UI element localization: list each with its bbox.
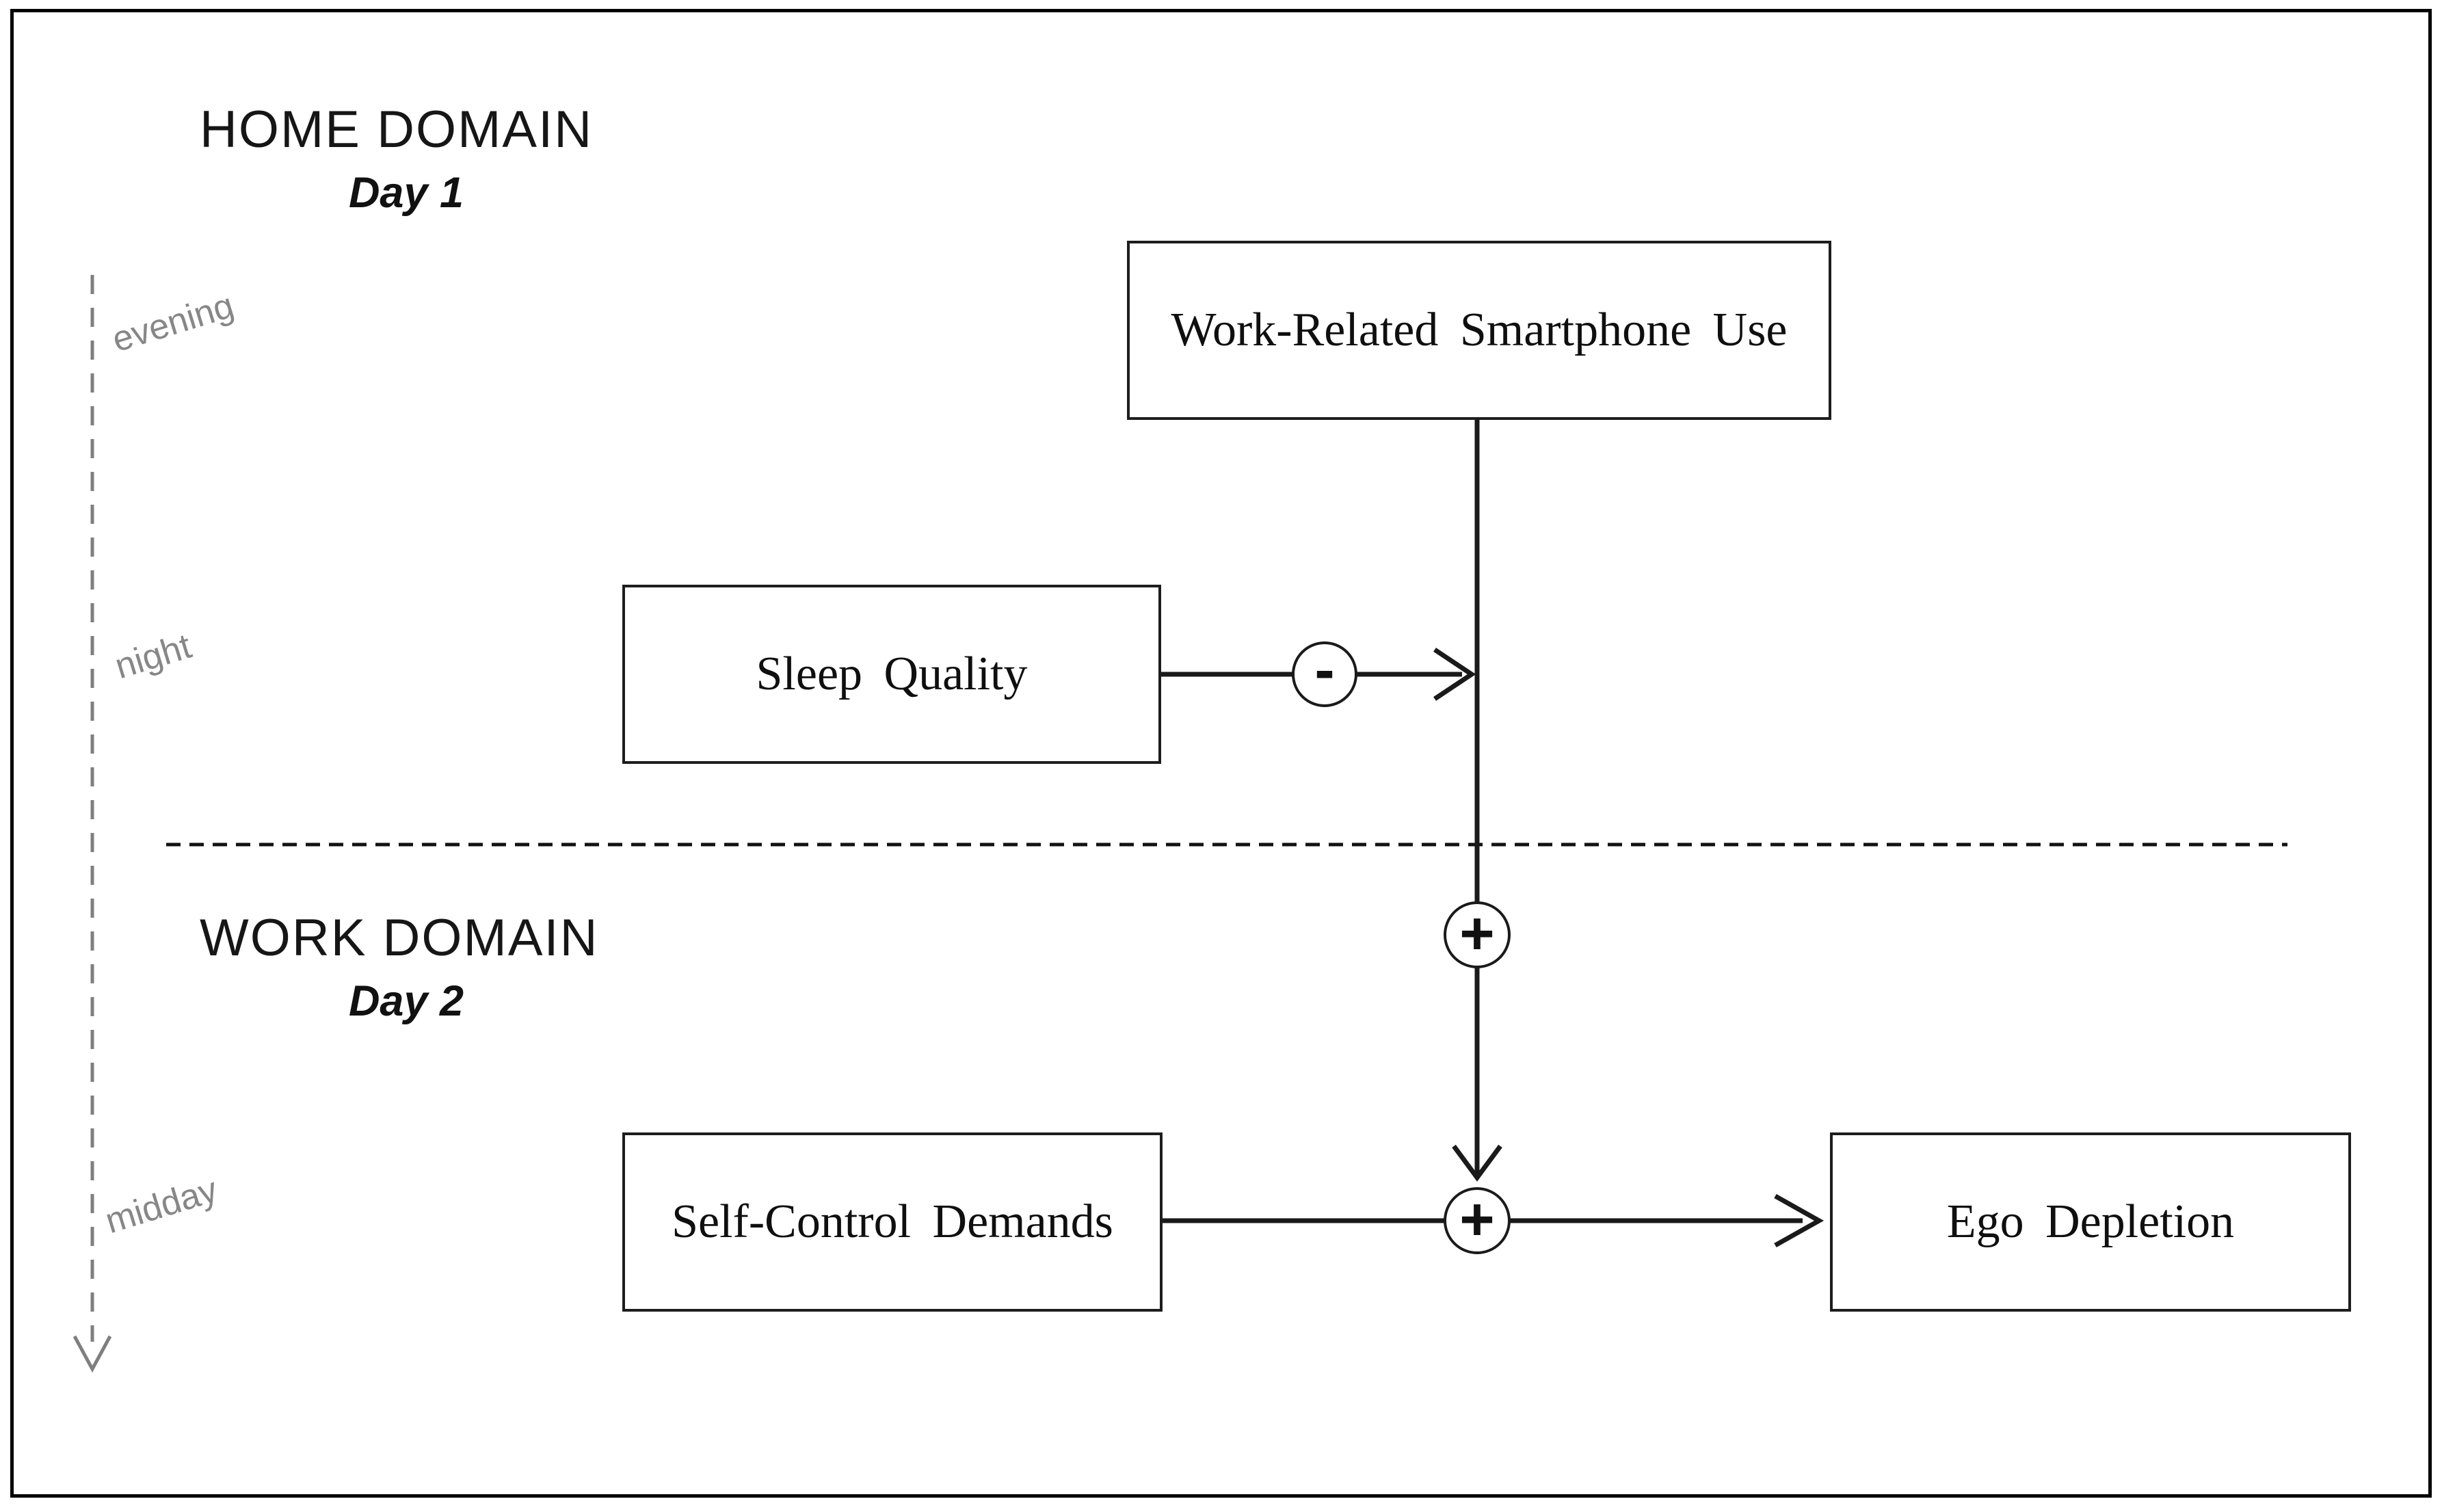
box-self-control-demands: Self-Control Demands [622,1132,1163,1312]
box-sleep-quality-label: Sleep Quality [756,648,1028,700]
sign-circle-positive-lower [1444,1187,1511,1254]
box-work-related-smartphone-use-label: Work-Related Smartphone Use [1171,304,1788,356]
sign-circle-positive-upper [1444,901,1511,968]
box-self-control-demands-label: Self-Control Demands [672,1195,1113,1248]
home-domain-day: Day 1 [348,169,464,217]
edge-sleep-arrowhead-icon [1433,648,1476,701]
edge-smartphone-arrowhead-icon [1452,1144,1502,1182]
timeline-arrow [72,275,112,1373]
box-ego-depletion: Ego Depletion [1830,1132,2351,1312]
home-domain-title: HOME DOMAIN [200,101,594,159]
box-sleep-quality: Sleep Quality [622,585,1161,764]
box-work-related-smartphone-use: Work-Related Smartphone Use [1127,241,1831,420]
sign-plus-upper-label: + [1459,899,1494,967]
work-domain-day: Day 2 [348,977,464,1025]
work-domain-title: WORK DOMAIN [200,909,599,967]
sign-minus-label: - [1314,635,1334,703]
edge-ego-arrowhead-icon [1774,1193,1824,1248]
sign-plus-lower-label: + [1459,1185,1494,1253]
timeline-arrowhead-down-icon [72,1335,112,1373]
figure-border [10,9,2432,1498]
sign-circle-negative [1292,641,1357,707]
box-ego-depletion-label: Ego Depletion [1946,1195,2235,1248]
